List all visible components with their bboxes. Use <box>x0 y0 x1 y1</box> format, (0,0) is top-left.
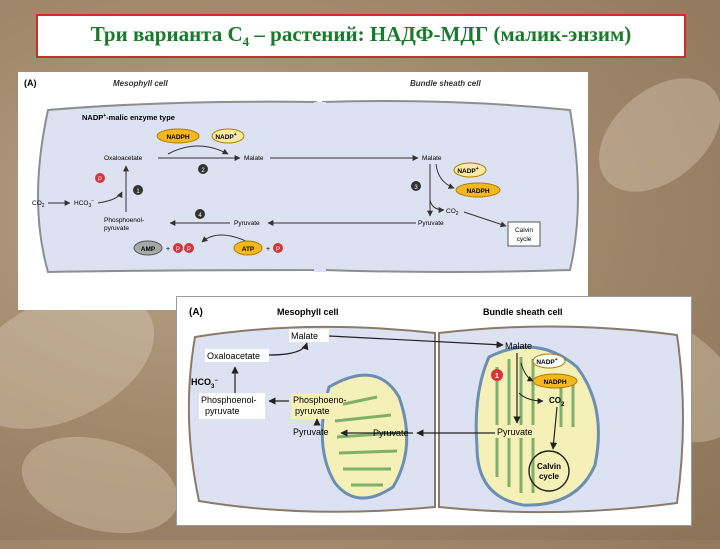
nadp-right-label: NADP+ <box>457 166 478 175</box>
nadp-badge-top <box>211 128 245 144</box>
diagram-a-bundle-title: Bundle sheath cell <box>410 79 481 88</box>
nadp-reduction-arrow <box>435 163 455 189</box>
b-pyruvate-right: Pyruvate <box>497 427 533 437</box>
diagram-b-svg: (A) Mesophyll cell Bundle sheath cell Ma… <box>187 307 684 514</box>
diagram-a-label: (A) <box>24 78 37 88</box>
b-pyruvate-chl: Pyruvate <box>293 427 329 437</box>
b-pep-left-2: pyruvate <box>205 406 240 416</box>
slide-title-subscript: 4 <box>242 34 250 50</box>
pep-line1: Phosphoenol- <box>104 217 144 224</box>
b-hco3: HCO3− <box>191 377 218 390</box>
step-3-badge <box>411 181 421 191</box>
nadph-badge-top <box>156 128 200 144</box>
enzyme-type-label: NADP+-malic enzyme type <box>82 113 175 122</box>
plus-1: + <box>166 246 170 253</box>
step-2-badge <box>198 164 208 174</box>
pi-badge-left <box>95 173 105 183</box>
background-leaf <box>11 420 189 549</box>
atp-hydrolysis-arrow <box>201 234 249 243</box>
b-pep-chl-2: pyruvate <box>295 406 330 416</box>
diagram-b-panel: (A) Mesophyll cell Bundle sheath cell Ma… <box>176 296 692 526</box>
atp-label: ATP <box>242 246 255 253</box>
diagram-a-mesophyll-title: Mesophyll cell <box>113 79 168 88</box>
b-nadp-reduction-arrow <box>520 362 534 382</box>
pep-chl-bg <box>291 393 343 419</box>
b-nadp-label: NADP+ <box>536 357 557 366</box>
step-1-badge <box>133 185 143 195</box>
b-oaa-to-malate-arrow <box>268 342 309 356</box>
slide-title-suffix: – растений: НАДФ-МДГ (малик-энзим) <box>249 21 632 46</box>
b-pyruvate-mid: Pyruvate <box>373 428 409 438</box>
step-2-label: 2 <box>201 168 205 174</box>
nadph-right-label: NADPH <box>466 188 489 195</box>
slide-title: Три варианта С4 – растений: НАДФ-МДГ (ма… <box>91 22 632 50</box>
b-step-1-badge <box>491 369 503 381</box>
diagram-a-svg: (A) Mesophyll cell Bundle sheath cell NA… <box>24 78 579 274</box>
background-leaf <box>577 55 720 215</box>
nadp-top-label: NADP+ <box>215 132 236 141</box>
b-step-1-label: 1 <box>495 373 499 380</box>
diagram-b-label: (A) <box>189 307 203 318</box>
co2-release-arrow <box>429 199 445 213</box>
malate-top-bg <box>289 329 329 342</box>
oaa-bg <box>205 349 269 362</box>
b-pep-left-1: Phosphoenol- <box>201 395 257 405</box>
nadph-top-label: NADPH <box>166 134 189 141</box>
pyruvate-left-label: Pyruvate <box>234 220 260 227</box>
pi-amp-label: P <box>187 247 191 253</box>
hco3-label: HCO3− <box>74 198 94 209</box>
b-co2-release-arrow <box>518 392 544 404</box>
b-nadp-badge <box>532 353 566 369</box>
b-calvin-cycle-ring <box>528 450 570 492</box>
calvin-line1: Calvin <box>515 227 533 234</box>
pi-left-label: P <box>98 177 102 183</box>
oxaloacetate-label: Oxaloacetate <box>104 155 143 162</box>
b-nadph-label: NADPH <box>543 379 566 386</box>
pep-left-bg <box>199 393 265 419</box>
plasmodesmata-connection <box>314 102 326 272</box>
diagram-b-mesophyll-title: Mesophyll cell <box>277 307 339 317</box>
b-co2-label: CO2 <box>549 396 565 408</box>
co2-to-calvin-arrow <box>463 211 507 228</box>
calvin-line2: cycle <box>517 236 532 243</box>
co2-left-label: CO2 <box>32 200 45 209</box>
pep-line2: pyruvate <box>104 225 129 232</box>
nadph-badge-right <box>455 182 501 198</box>
atp-badge <box>233 240 263 256</box>
b-oxaloacetate: Oxaloacetate <box>207 351 260 361</box>
b-calvin-2: cycle <box>539 472 560 481</box>
pi-badge-atp <box>273 243 283 253</box>
mesophyll-cell <box>37 100 317 274</box>
diagram-a-panel: (A) Mesophyll cell Bundle sheath cell NA… <box>18 72 588 310</box>
b-pep-chl-1: Phosphoeno- <box>293 395 347 405</box>
b-malate-right: Malate <box>505 341 532 351</box>
pp-label: P <box>176 247 180 253</box>
co2-right-label: CO2 <box>446 208 459 217</box>
nadp-badge-right <box>453 162 487 178</box>
amp-badge <box>133 240 163 256</box>
amp-label: AMP <box>141 246 156 253</box>
pi-badge-amp <box>184 243 194 253</box>
b-malate-transport-arrow <box>328 335 504 349</box>
calvin-cycle-box <box>507 221 541 247</box>
slide-title-prefix: Три варианта С <box>90 21 243 46</box>
step-4-badge <box>195 209 205 219</box>
malate-right-label: Malate <box>422 155 442 162</box>
pyruvate-right-label: Pyruvate <box>418 220 444 227</box>
slide-title-box: Три варианта С4 – растений: НАДФ-МДГ (ма… <box>36 14 686 58</box>
pi-atp-label: P <box>276 247 280 253</box>
step-4-label: 4 <box>198 213 202 219</box>
step-1-label: 1 <box>136 189 140 195</box>
pp-badge <box>173 243 183 253</box>
hco3-arrow <box>97 191 123 204</box>
b-co2-to-calvin-arrow <box>550 406 558 450</box>
b-malate-top: Malate <box>291 331 318 341</box>
step-3-label: 3 <box>414 185 418 191</box>
pyruvate-right-bg <box>495 425 539 438</box>
b-calvin-1: Calvin <box>537 462 561 471</box>
malate-left-label: Malate <box>244 155 264 162</box>
plus-2: + <box>266 246 270 253</box>
nadph-arrow <box>167 145 229 155</box>
diagram-b-bundle-title: Bundle sheath cell <box>483 307 563 317</box>
